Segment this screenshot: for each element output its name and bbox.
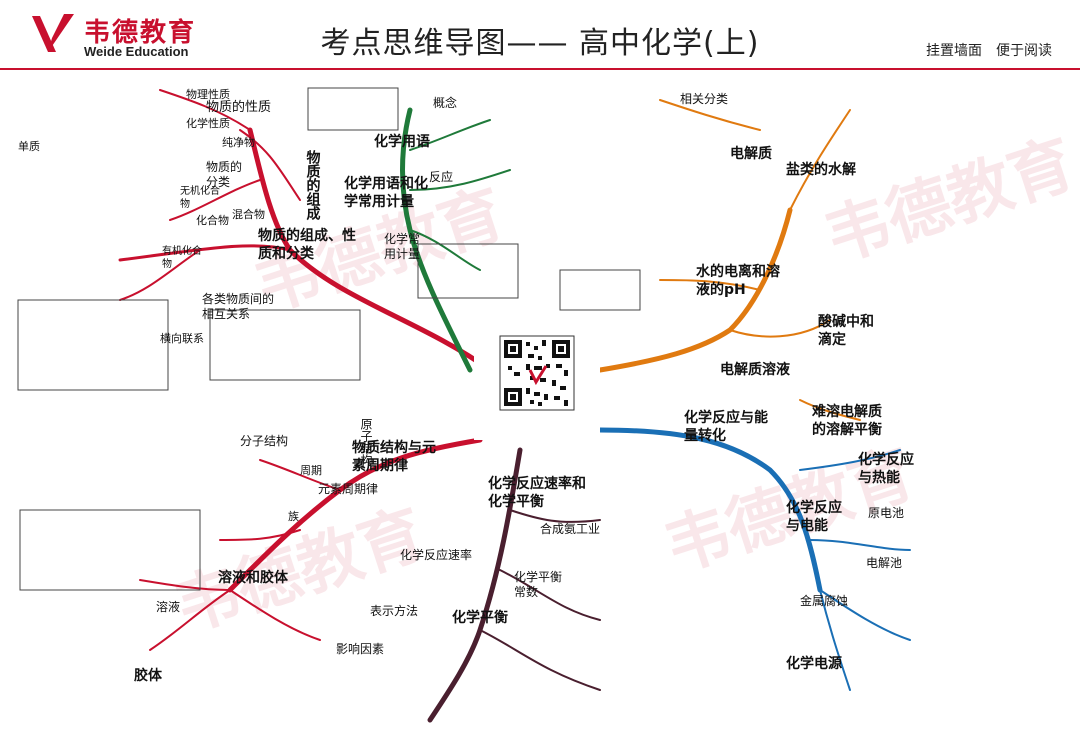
node-jinshufushi: 金属腐蚀 — [800, 594, 849, 608]
node-fenzijiegou: 分子结构 — [240, 434, 289, 448]
node-yingxiang: 影响因素 — [336, 642, 385, 656]
node-fanying: 反应 — [429, 170, 454, 184]
header: 韦德教育 Weide Education 考点思维导图—— 高中化学(上) 挂置… — [0, 0, 1080, 68]
node-shuidianli: 水的电离和溶液的pH — [696, 264, 780, 298]
node-pingheng: 化学平衡 — [452, 610, 508, 626]
node-huaxue: 化学性质 — [186, 117, 230, 130]
node-huahewu: 化合物 — [196, 214, 229, 227]
node-yuanzijiegou: 原子结构 — [359, 418, 373, 466]
node-zhouqi: 周期 — [300, 464, 322, 477]
node-sulv: 化学反应速率和化学平衡 — [488, 476, 586, 510]
node-chunjingwu: 纯净物 — [222, 136, 255, 149]
node-wuli: 物理性质 — [186, 88, 230, 101]
node-reneng: 化学反应与热能 — [858, 452, 914, 486]
node-zu: 族 — [288, 510, 299, 523]
logo-text: 韦德教育 — [84, 18, 197, 48]
node-jiegou: 物质结构与元素周期律 — [352, 440, 436, 474]
node-biaoshi: 表示方法 — [370, 604, 419, 618]
page-subtitle: 挂置墙面 便于阅读 — [926, 43, 1052, 59]
node-yuanchi: 原电池 — [868, 506, 905, 520]
logo-subtext: Weide Education — [84, 44, 189, 59]
node-zhouqilv: 元素周期律 — [318, 482, 379, 496]
node-nengliang: 化学反应与能量转化 — [684, 410, 768, 444]
node-zuchen: 物质的组成、性质和分类 — [258, 228, 356, 262]
node-dianeng: 化学反应与电能 — [786, 500, 842, 534]
node-jiaoti: 胶体 — [134, 668, 162, 684]
node-suanjian: 酸碱中和滴定 — [818, 314, 874, 348]
node-yongyu: 化学用语和化学常用计量 — [344, 176, 428, 210]
node-nanrong: 难溶电解质的溶解平衡 — [812, 404, 882, 438]
page-title: 考点思维导图—— 高中化学(上) — [320, 26, 760, 61]
node-changyongjiliang: 化学常用计量 — [384, 232, 421, 261]
node-dianjiechi: 电解池 — [866, 556, 903, 570]
node-xingzhi: 物质的性质 — [206, 100, 272, 115]
node-huaxueyongyu: 化学用语 — [374, 134, 430, 150]
node-rongye: 溶液和胶体 — [218, 570, 288, 586]
node-zuchen-vertical: 物质的组成 — [304, 150, 321, 220]
node-gainian: 概念 — [433, 96, 458, 110]
node-xianghuguanxi: 各类物质间的相互关系 — [202, 292, 275, 321]
node-dianjiezhirongye: 电解质溶液 — [720, 362, 790, 378]
node-danzhi: 单质 — [18, 140, 40, 153]
logo-v-icon — [32, 14, 74, 52]
node-rongyenode: 溶液 — [156, 600, 181, 614]
node-dianjiezhi: 电解质 — [730, 146, 772, 162]
mindmap-branches — [17, 87, 911, 723]
center-hub — [474, 330, 600, 440]
node-hunhewu: 混合物 — [232, 208, 265, 221]
node-pinghengchangshu: 化学平衡常数 — [514, 570, 563, 599]
node-fenlei: 物质的分类 — [206, 160, 243, 189]
node-youjihuahewu: 有机化合物 — [162, 246, 202, 270]
header-divider — [0, 68, 1080, 70]
qr-code-icon — [499, 335, 575, 411]
node-wujihuahewu: 无机化合物 — [180, 186, 220, 210]
node-xiangguanfenlei: 相关分类 — [680, 92, 729, 106]
node-ans: 合成氨工业 — [540, 522, 601, 536]
node-sulv2: 化学反应速率 — [400, 548, 473, 562]
node-huaxuedianyuan: 化学电源 — [786, 656, 842, 672]
node-yanleishuijie: 盐类的水解 — [786, 162, 856, 178]
node-hengxiang: 横向联系 — [160, 332, 204, 345]
